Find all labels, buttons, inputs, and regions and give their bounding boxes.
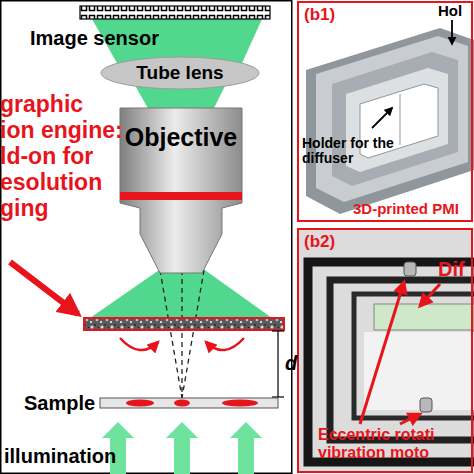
- node-text: 3D-printed PMI: [353, 201, 459, 218]
- node-text: (b1): [304, 6, 335, 25]
- sample-feature: [174, 400, 190, 407]
- objective-band: [120, 192, 242, 200]
- light-cone: [90, 268, 272, 318]
- ray-line: [181, 270, 182, 398]
- dimension-line: [277, 331, 278, 397]
- vibration-motor: [404, 262, 416, 276]
- node-text: Tube lens: [100, 56, 260, 84]
- part-label: Hol: [438, 3, 462, 20]
- sample-slide: [100, 398, 278, 408]
- diffuser: [84, 318, 284, 330]
- vibration-motor: [420, 398, 432, 412]
- part-label: Holder for the diffuser: [302, 136, 410, 167]
- dimension-tick: [272, 396, 284, 397]
- illumination-arrow: [230, 422, 262, 474]
- leader-arrow: [372, 108, 392, 128]
- node-text: (b2): [304, 233, 335, 252]
- photo-frame: [354, 294, 474, 418]
- annotation-text: ging: [0, 196, 49, 221]
- pointer-arrow: [10, 262, 78, 314]
- node-text: Sample: [24, 392, 99, 414]
- annotation-text: esolution: [0, 170, 102, 195]
- illumination-label: illumination: [4, 445, 116, 467]
- holder-edge: [400, 94, 401, 145]
- pointer-arrow: [420, 284, 440, 306]
- holder-render: [346, 68, 448, 172]
- motion-arrow: [120, 338, 158, 350]
- part-label: Dif: [438, 258, 465, 280]
- holder-render: [316, 36, 468, 202]
- sensor-label-box: Image sensor: [30, 27, 230, 53]
- part-label: Eccentric rotati vibration moto: [318, 426, 468, 461]
- motion-arrow: [206, 338, 244, 350]
- annotation-text: ion engine:: [0, 118, 123, 143]
- annotation-text: graphic: [0, 92, 83, 117]
- ray-line: [160, 270, 182, 398]
- sample-feature: [222, 400, 258, 407]
- illumination-arrow: [166, 422, 198, 474]
- ray-line: [182, 270, 204, 398]
- pointer-arrow: [400, 414, 420, 424]
- sample-label-box: Sample: [24, 392, 99, 418]
- node-text: Image sensor: [30, 27, 230, 49]
- lens-shape: [101, 57, 259, 89]
- image-sensor: [80, 6, 270, 19]
- annotation-text: ld-on for: [0, 144, 93, 169]
- panel-frame: [1, 1, 292, 474]
- sample-feature: [126, 400, 154, 407]
- node-text: Objective: [118, 108, 244, 152]
- leader-arrow: [451, 20, 453, 44]
- panel-box: (b1) 3D-printed PMI: [297, 1, 473, 222]
- dimension-label: d: [285, 352, 297, 374]
- photo-window: [364, 332, 474, 410]
- pointer-arrow: [360, 282, 404, 424]
- dimension-tick: [272, 330, 284, 331]
- objective-lens: Objective: [118, 108, 244, 273]
- tube-lens: Tube lens: [100, 56, 260, 90]
- holder-render: [306, 28, 474, 214]
